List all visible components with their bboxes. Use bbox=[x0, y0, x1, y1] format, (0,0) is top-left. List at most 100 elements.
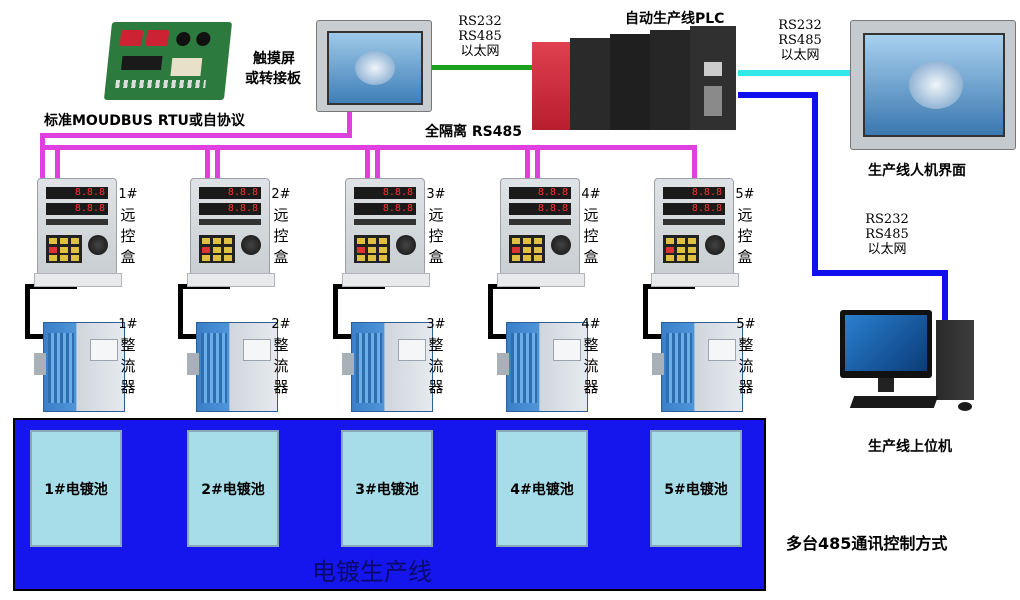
rectifier-terminal bbox=[342, 353, 354, 375]
rectifier-panel bbox=[243, 339, 271, 361]
hmi-image bbox=[850, 20, 1016, 150]
remote-knob bbox=[705, 235, 725, 255]
remote-base bbox=[497, 273, 585, 287]
plating-line-label: 电镀生产线 bbox=[312, 558, 432, 586]
rectifier-terminal bbox=[187, 353, 199, 375]
rectifier-fins bbox=[511, 333, 537, 403]
cable bbox=[25, 334, 43, 339]
touchscreen-label: 触摸屏 bbox=[253, 51, 295, 67]
rectifier-label-1: 1#整流器 bbox=[118, 317, 138, 396]
remote-keypad bbox=[46, 235, 82, 263]
remote-box-4: 8.8.8 8.8.8 bbox=[497, 178, 585, 287]
rs485-link bbox=[40, 133, 352, 138]
host-label: 生产线上位机 bbox=[868, 439, 952, 455]
remote-status bbox=[354, 219, 416, 225]
remote-display: 8.8.8 bbox=[663, 203, 725, 215]
cable bbox=[25, 284, 30, 338]
plating-tank-3: 3#电镀池 bbox=[341, 430, 433, 547]
remote-base bbox=[342, 273, 430, 287]
rs485-drop bbox=[347, 108, 352, 138]
plc-hmi-protocols: RS232 RS485 以太网 bbox=[778, 18, 822, 63]
rs485-drop-2 bbox=[205, 145, 210, 180]
remote-base bbox=[651, 273, 739, 287]
cable bbox=[178, 334, 196, 339]
rs485-drop-8 bbox=[692, 145, 697, 180]
plating-tank-1: 1#电镀池 bbox=[30, 430, 122, 547]
cable bbox=[488, 284, 493, 338]
rs485-drop bbox=[40, 133, 45, 185]
rectifier-panel bbox=[708, 339, 736, 361]
remote-label-2: 2#远控盒 bbox=[271, 187, 291, 266]
rectifier-panel bbox=[90, 339, 118, 361]
rectifier-fins bbox=[48, 333, 74, 403]
remote-display: 8.8.8 bbox=[199, 203, 261, 215]
host-pc-image bbox=[840, 310, 1000, 415]
rectifier-label-5: 5#整流器 bbox=[736, 317, 756, 396]
isolated-rs485-label: 全隔离 RS485 bbox=[425, 124, 522, 140]
rs485-drop-7 bbox=[535, 145, 540, 180]
remote-status bbox=[46, 219, 108, 225]
rectifier-panel bbox=[398, 339, 426, 361]
remote-box-2: 8.8.8 8.8.8 bbox=[187, 178, 275, 287]
rectifier-4 bbox=[497, 322, 588, 412]
remote-label-4: 4#远控盒 bbox=[581, 187, 601, 266]
host-protocols: RS232 RS485 以太网 bbox=[865, 212, 909, 257]
remote-label-3: 3#远控盒 bbox=[426, 187, 446, 266]
rs485-drop-6 bbox=[525, 145, 530, 180]
rs485-drop-1 bbox=[55, 145, 60, 185]
remote-status bbox=[663, 219, 725, 225]
remote-display: 8.8.8 bbox=[663, 187, 725, 199]
plc-hmi-link bbox=[738, 70, 850, 76]
remote-display: 8.8.8 bbox=[46, 187, 108, 199]
plc-host-link bbox=[812, 92, 818, 274]
rectifier-label-2: 2#整流器 bbox=[271, 317, 291, 396]
rectifier-1 bbox=[34, 322, 125, 412]
plating-tank-4: 4#电镀池 bbox=[496, 430, 588, 547]
remote-base bbox=[187, 273, 275, 287]
remote-knob bbox=[88, 235, 108, 255]
plc-label: 自动生产线PLC bbox=[625, 11, 725, 27]
remote-display: 8.8.8 bbox=[509, 203, 571, 215]
remote-label-1: 1#远控盒 bbox=[118, 187, 138, 266]
rectifier-terminal bbox=[652, 353, 664, 375]
rectifier-panel bbox=[553, 339, 581, 361]
cable bbox=[333, 284, 338, 338]
remote-display: 8.8.8 bbox=[46, 203, 108, 215]
remote-status bbox=[509, 219, 571, 225]
rs485-drop-3 bbox=[215, 145, 220, 180]
touchscreen-image bbox=[316, 20, 432, 112]
cable bbox=[488, 334, 506, 339]
plating-tank-2: 2#电镀池 bbox=[187, 430, 279, 547]
rectifier-terminal bbox=[497, 353, 509, 375]
plc-host-link bbox=[942, 270, 948, 320]
cable bbox=[643, 284, 648, 338]
touch-plc-protocols: RS232 RS485 以太网 bbox=[458, 14, 502, 59]
remote-display: 8.8.8 bbox=[199, 187, 261, 199]
remote-label-5: 5#远控盒 bbox=[735, 187, 755, 266]
rs485-drop-4 bbox=[365, 145, 370, 180]
hmi-label: 生产线人机界面 bbox=[868, 163, 966, 179]
rectifier-2 bbox=[187, 322, 278, 412]
remote-display: 8.8.8 bbox=[509, 187, 571, 199]
method-label: 多台485通讯控制方式 bbox=[786, 534, 948, 553]
rectifier-3 bbox=[342, 322, 433, 412]
rs485-bus bbox=[45, 145, 697, 150]
remote-base bbox=[34, 273, 122, 287]
modbus-label: 标准MOUDBUS RTU或自协议 bbox=[44, 113, 245, 129]
rs485-drop-5 bbox=[375, 145, 380, 180]
plc-image bbox=[532, 22, 738, 132]
cable bbox=[643, 334, 661, 339]
remote-display: 8.8.8 bbox=[354, 203, 416, 215]
circuit-board-image bbox=[103, 22, 233, 100]
remote-display: 8.8.8 bbox=[354, 187, 416, 199]
remote-keypad bbox=[199, 235, 235, 263]
remote-keypad bbox=[663, 235, 699, 263]
plc-host-link bbox=[738, 92, 818, 98]
rectifier-terminal bbox=[34, 353, 46, 375]
remote-box-3: 8.8.8 8.8.8 bbox=[342, 178, 430, 287]
remote-knob bbox=[241, 235, 261, 255]
rectifier-fins bbox=[201, 333, 227, 403]
remote-box-5: 8.8.8 8.8.8 bbox=[651, 178, 739, 287]
remote-status bbox=[199, 219, 261, 225]
remote-keypad bbox=[509, 235, 545, 263]
